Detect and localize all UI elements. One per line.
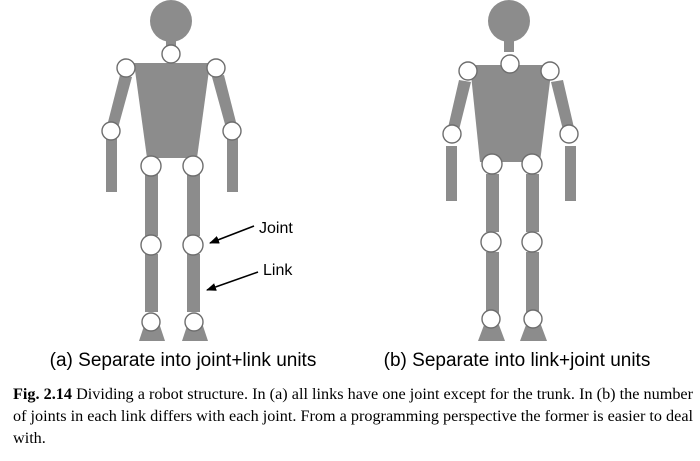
robot-a-right-elbow-joint [222,121,242,141]
robot-b-right-thigh [526,174,539,232]
robot-b-left-hip-joint [481,153,503,175]
robot-b-right-upper-arm [551,80,575,134]
robot-structure-figure: Joint Link (a) Separate into joint+link … [50,0,651,371]
robot-a-right-upper-arm [212,75,237,128]
robot-b-head [488,0,530,42]
robot-b-body [446,0,576,341]
robot-b-right-foot [520,325,547,341]
robot-b-left-knee-joint [480,231,502,253]
figure-caption-text: Dividing a robot structure. In (a) all l… [13,385,693,447]
robot-b-right-hip-joint [521,153,543,175]
subcaption-a: (a) Separate into joint+link units [50,350,317,371]
robot-b-right-ankle-joint [523,309,543,329]
robot-a-trunk [134,63,210,158]
robot-a-right-knee-joint [182,234,204,256]
robot-b-left-elbow-joint [442,124,462,144]
link-label: Link [263,262,293,279]
robot-a-head [150,0,192,42]
robot-a-joints [101,44,242,332]
robot-b-left-thigh [486,174,499,232]
robot-b-right-elbow-joint [559,124,579,144]
joint-label: Joint [259,220,293,237]
robot-b-trunk [470,65,552,162]
robot-b-left-shoulder-joint [458,61,478,81]
robot-b-right-forearm [565,146,576,201]
robot-a-left-upper-arm [107,75,132,128]
figure-caption-label: Fig. 2.14 [13,385,72,403]
robot-a: Joint Link (a) Separate into joint+link … [50,0,317,371]
robot-a-left-forearm [106,136,117,192]
robot-a-right-thigh [187,172,200,236]
robot-b-left-upper-arm [447,80,471,134]
robot-b-neck-joint [500,54,520,74]
robot-a-right-hip-joint [182,155,204,177]
robot-b-right-shoulder-joint [540,61,560,81]
robot-b-right-shin [526,252,539,318]
figure-caption: Fig. 2.14 Dividing a robot structure. In… [13,383,693,449]
robot-a-right-shin [187,254,200,312]
robot-a-right-ankle-joint [184,312,204,332]
robot-a-left-ankle-joint [141,312,161,332]
joint-arrow [209,225,255,244]
robot-b-left-foot [478,325,505,341]
robot-a-body [106,0,238,341]
robot-b-right-knee-joint [521,231,543,253]
robot-a-right-forearm [227,136,238,192]
link-arrow [206,271,259,291]
robot-a-left-knee-joint [140,234,162,256]
robot-b-joints [442,54,579,329]
subcaption-b: (b) Separate into link+joint units [384,350,651,371]
robot-a-left-elbow-joint [101,121,121,141]
robot-a-left-hip-joint [140,155,162,177]
robot-a-left-shoulder-joint [116,58,136,78]
robot-a-neck-joint [161,44,181,64]
robot-a-left-thigh [145,172,158,236]
robot-a-right-shoulder-joint [206,58,226,78]
robot-b-left-ankle-joint [481,309,501,329]
robot-b: (b) Separate into link+joint units [384,0,651,371]
robot-b-left-forearm [446,146,457,201]
robot-b-neck [504,38,514,52]
robot-b-left-shin [486,252,499,318]
robot-a-left-shin [145,254,158,312]
